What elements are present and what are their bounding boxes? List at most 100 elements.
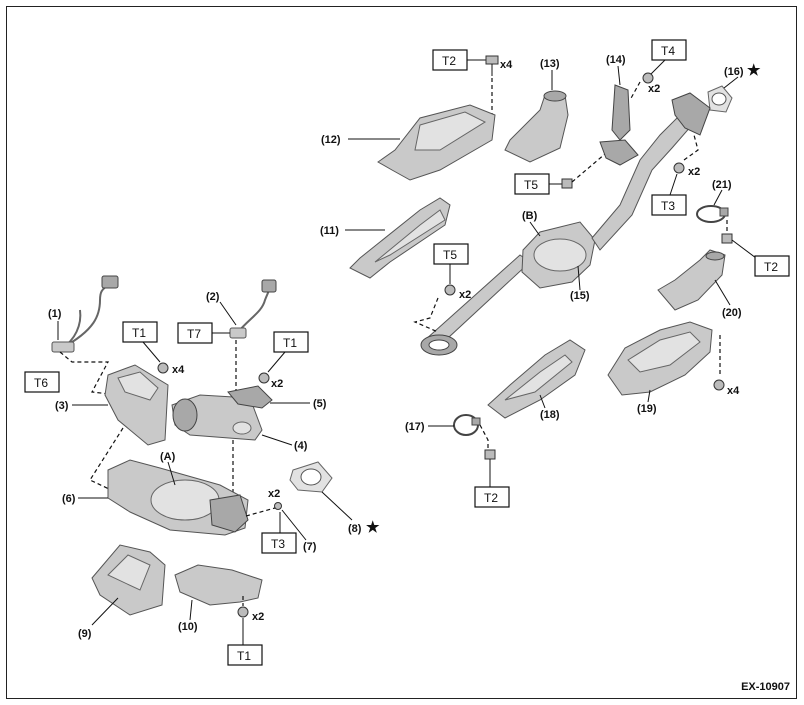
label-part-3: (3)	[55, 400, 69, 412]
label-part-21: (21)	[712, 179, 732, 191]
nut-icon	[444, 284, 456, 296]
torque-box-t1-right: T1	[273, 331, 309, 353]
part-2-oxygen-sensor	[229, 279, 277, 339]
svg-text:T2: T2	[442, 54, 456, 68]
star-icon: ★	[366, 519, 380, 536]
quantity-x2-nut: x2	[271, 378, 283, 390]
label-part-A: (A)	[160, 451, 176, 463]
torque-box-t2-top: T2	[432, 49, 468, 71]
quantity-x4-rear-nut: x4	[727, 385, 740, 397]
svg-text:T3: T3	[661, 199, 675, 213]
quantity-x4-nut: x4	[172, 364, 185, 376]
diagram-frame	[6, 6, 797, 699]
label-part-B: (B)	[522, 210, 538, 222]
dashed-connector-t6	[59, 351, 119, 396]
torque-box-t5-lower: T5	[433, 243, 469, 265]
label-part-8: (8)	[348, 523, 362, 535]
label-part-19: (19)	[637, 403, 657, 415]
dashed-connector-t4	[629, 81, 641, 101]
part-14-hanger-bracket	[611, 84, 631, 141]
bolt-icon	[274, 502, 282, 510]
label-part-11: (11)	[320, 225, 339, 237]
svg-text:T6: T6	[34, 376, 48, 390]
torque-box-t2-right: T2	[754, 255, 790, 277]
quantity-x2-lower-nut: x2	[252, 611, 264, 623]
nut-icon	[237, 606, 249, 618]
quantity-x2-t4-nut: x2	[648, 83, 660, 95]
quantity-x4-bolt: x4	[500, 59, 513, 71]
svg-text:T1: T1	[283, 336, 297, 350]
label-part-18: (18)	[540, 409, 560, 421]
quantity-x2-bolt: x2	[268, 488, 280, 500]
label-part-5: (5)	[313, 398, 327, 410]
nut-icon	[157, 362, 169, 374]
label-part-4: (4)	[294, 440, 308, 452]
pipe-hanger-icon	[599, 139, 639, 166]
svg-text:T5: T5	[443, 248, 457, 262]
quantity-x2-t5-nut: x2	[459, 289, 471, 301]
part-15-center-exhaust-pipe	[420, 92, 711, 356]
svg-text:T2: T2	[764, 260, 778, 274]
bolt-icon	[484, 449, 496, 460]
dashed-connector-t3-right	[683, 134, 699, 161]
part-5-bracket	[227, 385, 273, 409]
part-18-pipe-shield	[487, 339, 586, 419]
label-part-13: (13)	[540, 58, 560, 70]
part-9-lower-heat-shield	[91, 544, 166, 616]
torque-box-t5-upper: T5	[514, 173, 550, 195]
part-4-manifold	[171, 394, 263, 441]
svg-text:T1: T1	[237, 649, 251, 663]
label-part-10: (10)	[178, 621, 198, 633]
part-10-lower-bracket	[174, 564, 263, 606]
label-part-9: (9)	[78, 628, 92, 640]
torque-box-t2-lower: T2	[474, 486, 510, 508]
star-icon: ★	[747, 62, 761, 79]
label-part-14: (14)	[606, 54, 626, 66]
torque-box-t1-lower: T1	[227, 644, 263, 666]
label-part-2: (2)	[206, 291, 220, 303]
part-8-gasket	[289, 461, 333, 493]
nut-icon	[642, 72, 654, 84]
label-part-15: (15)	[570, 290, 590, 302]
nut-icon	[673, 162, 685, 174]
torque-box-t7: T7	[177, 322, 213, 344]
label-part-6: (6)	[62, 493, 76, 505]
svg-text:T2: T2	[484, 491, 498, 505]
part-17-clamp	[453, 414, 481, 436]
torque-box-t4: T4	[651, 39, 687, 61]
quantity-x2-t3-nut: x2	[688, 166, 700, 178]
svg-text:T4: T4	[661, 44, 675, 58]
label-part-7: (7)	[303, 541, 317, 553]
svg-text:T7: T7	[187, 327, 201, 341]
part-16-gasket	[707, 85, 733, 113]
label-part-20: (20)	[722, 307, 742, 319]
torque-box-t1-upper: T1	[122, 321, 158, 343]
part-3-heat-shield	[104, 364, 169, 446]
part-20-pipe-shield	[657, 249, 726, 311]
part-11-pipe-shield	[349, 197, 451, 279]
part-1-oxygen-sensor	[51, 275, 119, 353]
nut-icon	[258, 372, 270, 384]
nut-icon	[713, 379, 725, 391]
bolt-icon	[485, 55, 499, 65]
svg-text:T3: T3	[271, 537, 285, 551]
label-part-16: (16)	[724, 66, 744, 78]
svg-text:T5: T5	[524, 178, 538, 192]
dashed-connector-t5-lower	[413, 297, 439, 333]
part-19-rear-heat-shield	[607, 321, 713, 396]
part-21-clamp	[696, 205, 729, 223]
dashed-connector-t2-lower	[479, 424, 489, 448]
torque-box-t6: T6	[24, 371, 60, 393]
bolt-icon	[721, 233, 733, 244]
diagram-code: EX-10907	[741, 681, 790, 693]
label-part-1: (1)	[48, 308, 62, 320]
torque-box-t3-right: T3	[651, 194, 687, 216]
svg-text:T1: T1	[132, 326, 146, 340]
torque-box-t3-left: T3	[261, 532, 297, 554]
part-13-pipe-shield	[504, 90, 569, 163]
part-12-heat-shield	[377, 104, 496, 181]
part-A-front-catalytic-converter	[107, 459, 249, 536]
label-part-12: (12)	[321, 134, 341, 146]
bolt-icon	[561, 178, 573, 189]
